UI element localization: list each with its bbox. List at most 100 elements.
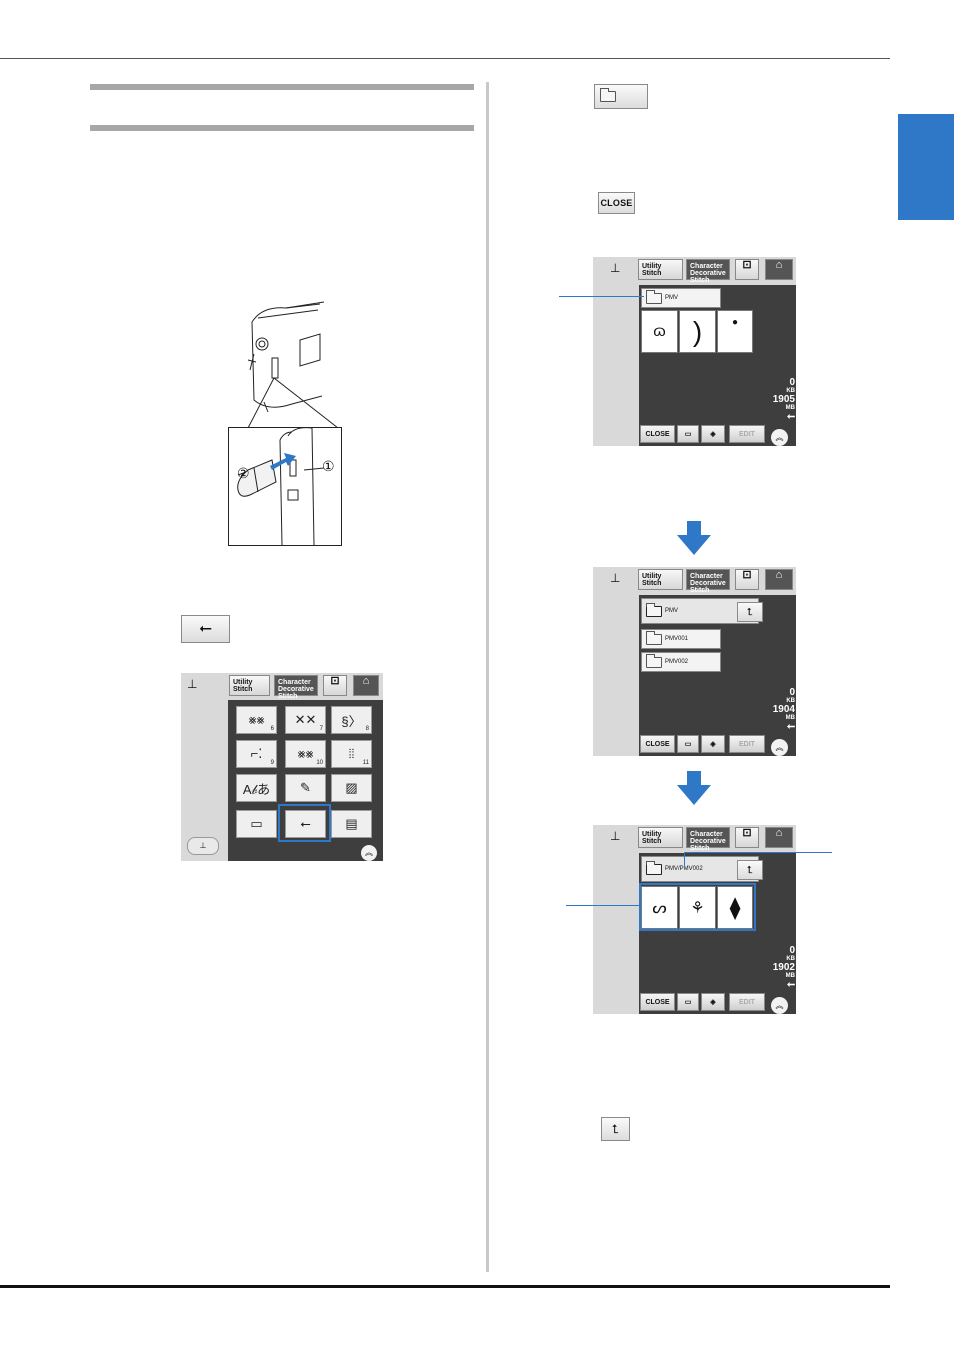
character-decorative-tab[interactable]: Character Decorative Stitch <box>686 259 730 284</box>
stitch-number: 8 <box>365 726 369 732</box>
folder-inline-button[interactable] <box>594 84 648 109</box>
folder-icon <box>646 289 662 304</box>
character-decorative-tab[interactable]: Character Decorative Stitch <box>686 569 730 594</box>
usb-inline-button[interactable]: ⭠ <box>181 615 230 643</box>
chevron-up-icon: ︽ <box>775 1001 784 1010</box>
file-size-kb: 0 <box>789 377 795 388</box>
home-button[interactable]: ⌂ <box>765 827 793 848</box>
needle-icon: ⊥ <box>610 829 621 843</box>
presser-foot-button[interactable]: ⊥ <box>187 837 219 855</box>
file-size-kb: 0 <box>789 945 795 956</box>
folder-path-box[interactable]: PMV <box>641 288 721 308</box>
delete-button[interactable]: ◈ <box>701 993 725 1011</box>
character-decorative-tab[interactable]: Character Decorative Stitch <box>274 675 318 700</box>
callout-1-label: ① <box>322 458 335 474</box>
stitch-category-button[interactable]: A𝒷あ <box>236 774 277 802</box>
character-decorative-tab[interactable]: Character Decorative Stitch <box>686 827 730 852</box>
stitch-icon: A𝒷あ <box>242 781 271 797</box>
down-arrow-icon <box>677 771 711 805</box>
file-size-kb: 0 <box>789 687 795 698</box>
stitch-category-button[interactable]: ⦙⦙11 <box>331 740 372 768</box>
save-to-machine-button[interactable]: ▭ <box>677 993 699 1011</box>
close-button[interactable]: CLOSE <box>640 735 675 753</box>
stitch-category-button[interactable]: §〉8 <box>331 706 372 734</box>
file-item[interactable]: ⧫ <box>717 886 753 929</box>
usb-icon: ⭠ <box>199 620 212 637</box>
open-folder-icon <box>646 602 662 617</box>
close-button[interactable]: CLOSE <box>640 425 675 443</box>
folder-up-button[interactable]: ⮤ <box>737 860 763 880</box>
delete-button[interactable]: ◈ <box>701 425 725 443</box>
file-item[interactable]: ) <box>679 310 716 353</box>
folder-item-1[interactable]: PMV001 <box>641 629 721 649</box>
home-button[interactable]: ⌂ <box>353 675 379 696</box>
folder-up-button[interactable]: ⮤ <box>737 602 763 622</box>
folder-up-icon: ⮤ <box>747 606 753 618</box>
chevron-up-icon: ︽ <box>365 848 373 857</box>
home-button[interactable]: ⌂ <box>765 259 793 280</box>
stitch-category-button[interactable]: ⌐⁚9 <box>236 740 277 768</box>
kb-label: KB <box>786 388 795 394</box>
stitch-icon: ▨ <box>345 780 358 795</box>
utility-stitch-tab[interactable]: Utility Stitch <box>638 827 683 848</box>
scroll-up-button[interactable]: ︽ <box>771 739 788 756</box>
section-title-bar-top <box>90 84 474 90</box>
edit-button[interactable]: EDIT <box>729 993 765 1011</box>
stitch-category-button[interactable]: ⨳⨳10 <box>285 740 326 768</box>
stitch-category-button[interactable]: ▤ <box>331 810 372 838</box>
file-item[interactable]: ⚘ <box>679 886 716 929</box>
utility-stitch-tab[interactable]: Utility Stitch <box>638 259 683 280</box>
utility-stitch-tab[interactable]: Utility Stitch <box>638 569 683 590</box>
stitch-selection-screen: ⊥ Utility Stitch Character Decorative St… <box>181 673 383 861</box>
scroll-up-button[interactable]: ︽ <box>361 845 377 861</box>
utility-stitch-tab[interactable]: Utility Stitch <box>229 675 270 696</box>
stitch-category-button[interactable]: ✕✕7 <box>285 706 326 734</box>
scroll-up-button[interactable]: ︽ <box>771 429 788 446</box>
folder-up-icon: ⮤ <box>747 864 753 876</box>
free-space-mb: 1902 <box>772 962 795 973</box>
usb-icon: ⭠ <box>787 411 795 422</box>
folder-item-2[interactable]: PMV002 <box>641 652 721 672</box>
stitch-icon: ⌐⁚ <box>250 746 263 761</box>
lock-button[interactable]: ⊡ <box>735 569 759 590</box>
delete-button[interactable]: ◈ <box>701 735 725 753</box>
lock-button[interactable]: ⊡ <box>735 259 759 280</box>
home-icon: ⌂ <box>775 259 783 271</box>
callout-line-folder <box>559 296 644 297</box>
chapter-tab <box>898 114 954 220</box>
stitch-category-button[interactable]: ⨳⨳6 <box>236 706 277 734</box>
scroll-up-button[interactable]: ︽ <box>771 997 788 1014</box>
machine-icon: ▭ <box>684 999 692 1006</box>
folder-path-text: PMV/PMV002 <box>665 866 703 872</box>
free-space-mb: 1904 <box>772 704 795 715</box>
close-inline-button[interactable]: CLOSE <box>598 192 635 214</box>
close-button[interactable]: CLOSE <box>640 993 675 1011</box>
callout-line-path <box>684 852 832 853</box>
file-item[interactable]: ᔕ <box>641 886 678 929</box>
lock-button[interactable]: ⊡ <box>735 827 759 848</box>
edit-button[interactable]: EDIT <box>729 735 765 753</box>
stitch-category-button[interactable]: ⭠ <box>285 810 326 838</box>
stitch-category-button[interactable]: ▭ <box>236 810 277 838</box>
edit-button[interactable]: EDIT <box>729 425 765 443</box>
file-screen-b: ⊥ Utility Stitch Character Decorative St… <box>593 567 796 756</box>
lock-icon: ⊡ <box>742 259 752 271</box>
file-item[interactable]: ● <box>717 310 753 353</box>
home-button[interactable]: ⌂ <box>765 569 793 590</box>
free-space-mb: 1905 <box>772 394 795 405</box>
file-item[interactable]: ɷ <box>641 310 678 353</box>
chevron-up-icon: ︽ <box>775 433 784 442</box>
folder-icon <box>646 653 662 668</box>
lock-button[interactable]: ⊡ <box>323 675 347 696</box>
machine-icon: ▭ <box>684 741 692 748</box>
usb-icon: ⭠ <box>787 721 795 732</box>
save-to-machine-button[interactable]: ▭ <box>677 425 699 443</box>
callout-2-label: ② <box>237 465 250 481</box>
stitch-category-button[interactable]: ▨ <box>331 774 372 802</box>
stitch-category-button[interactable]: ✎ <box>285 774 326 802</box>
home-icon: ⌂ <box>362 675 370 687</box>
save-to-machine-button[interactable]: ▭ <box>677 735 699 753</box>
folder-up-inline-button[interactable]: ⮤ <box>601 1117 630 1141</box>
mb-label: MB <box>785 715 795 721</box>
section-title-bar-bottom <box>90 125 474 131</box>
